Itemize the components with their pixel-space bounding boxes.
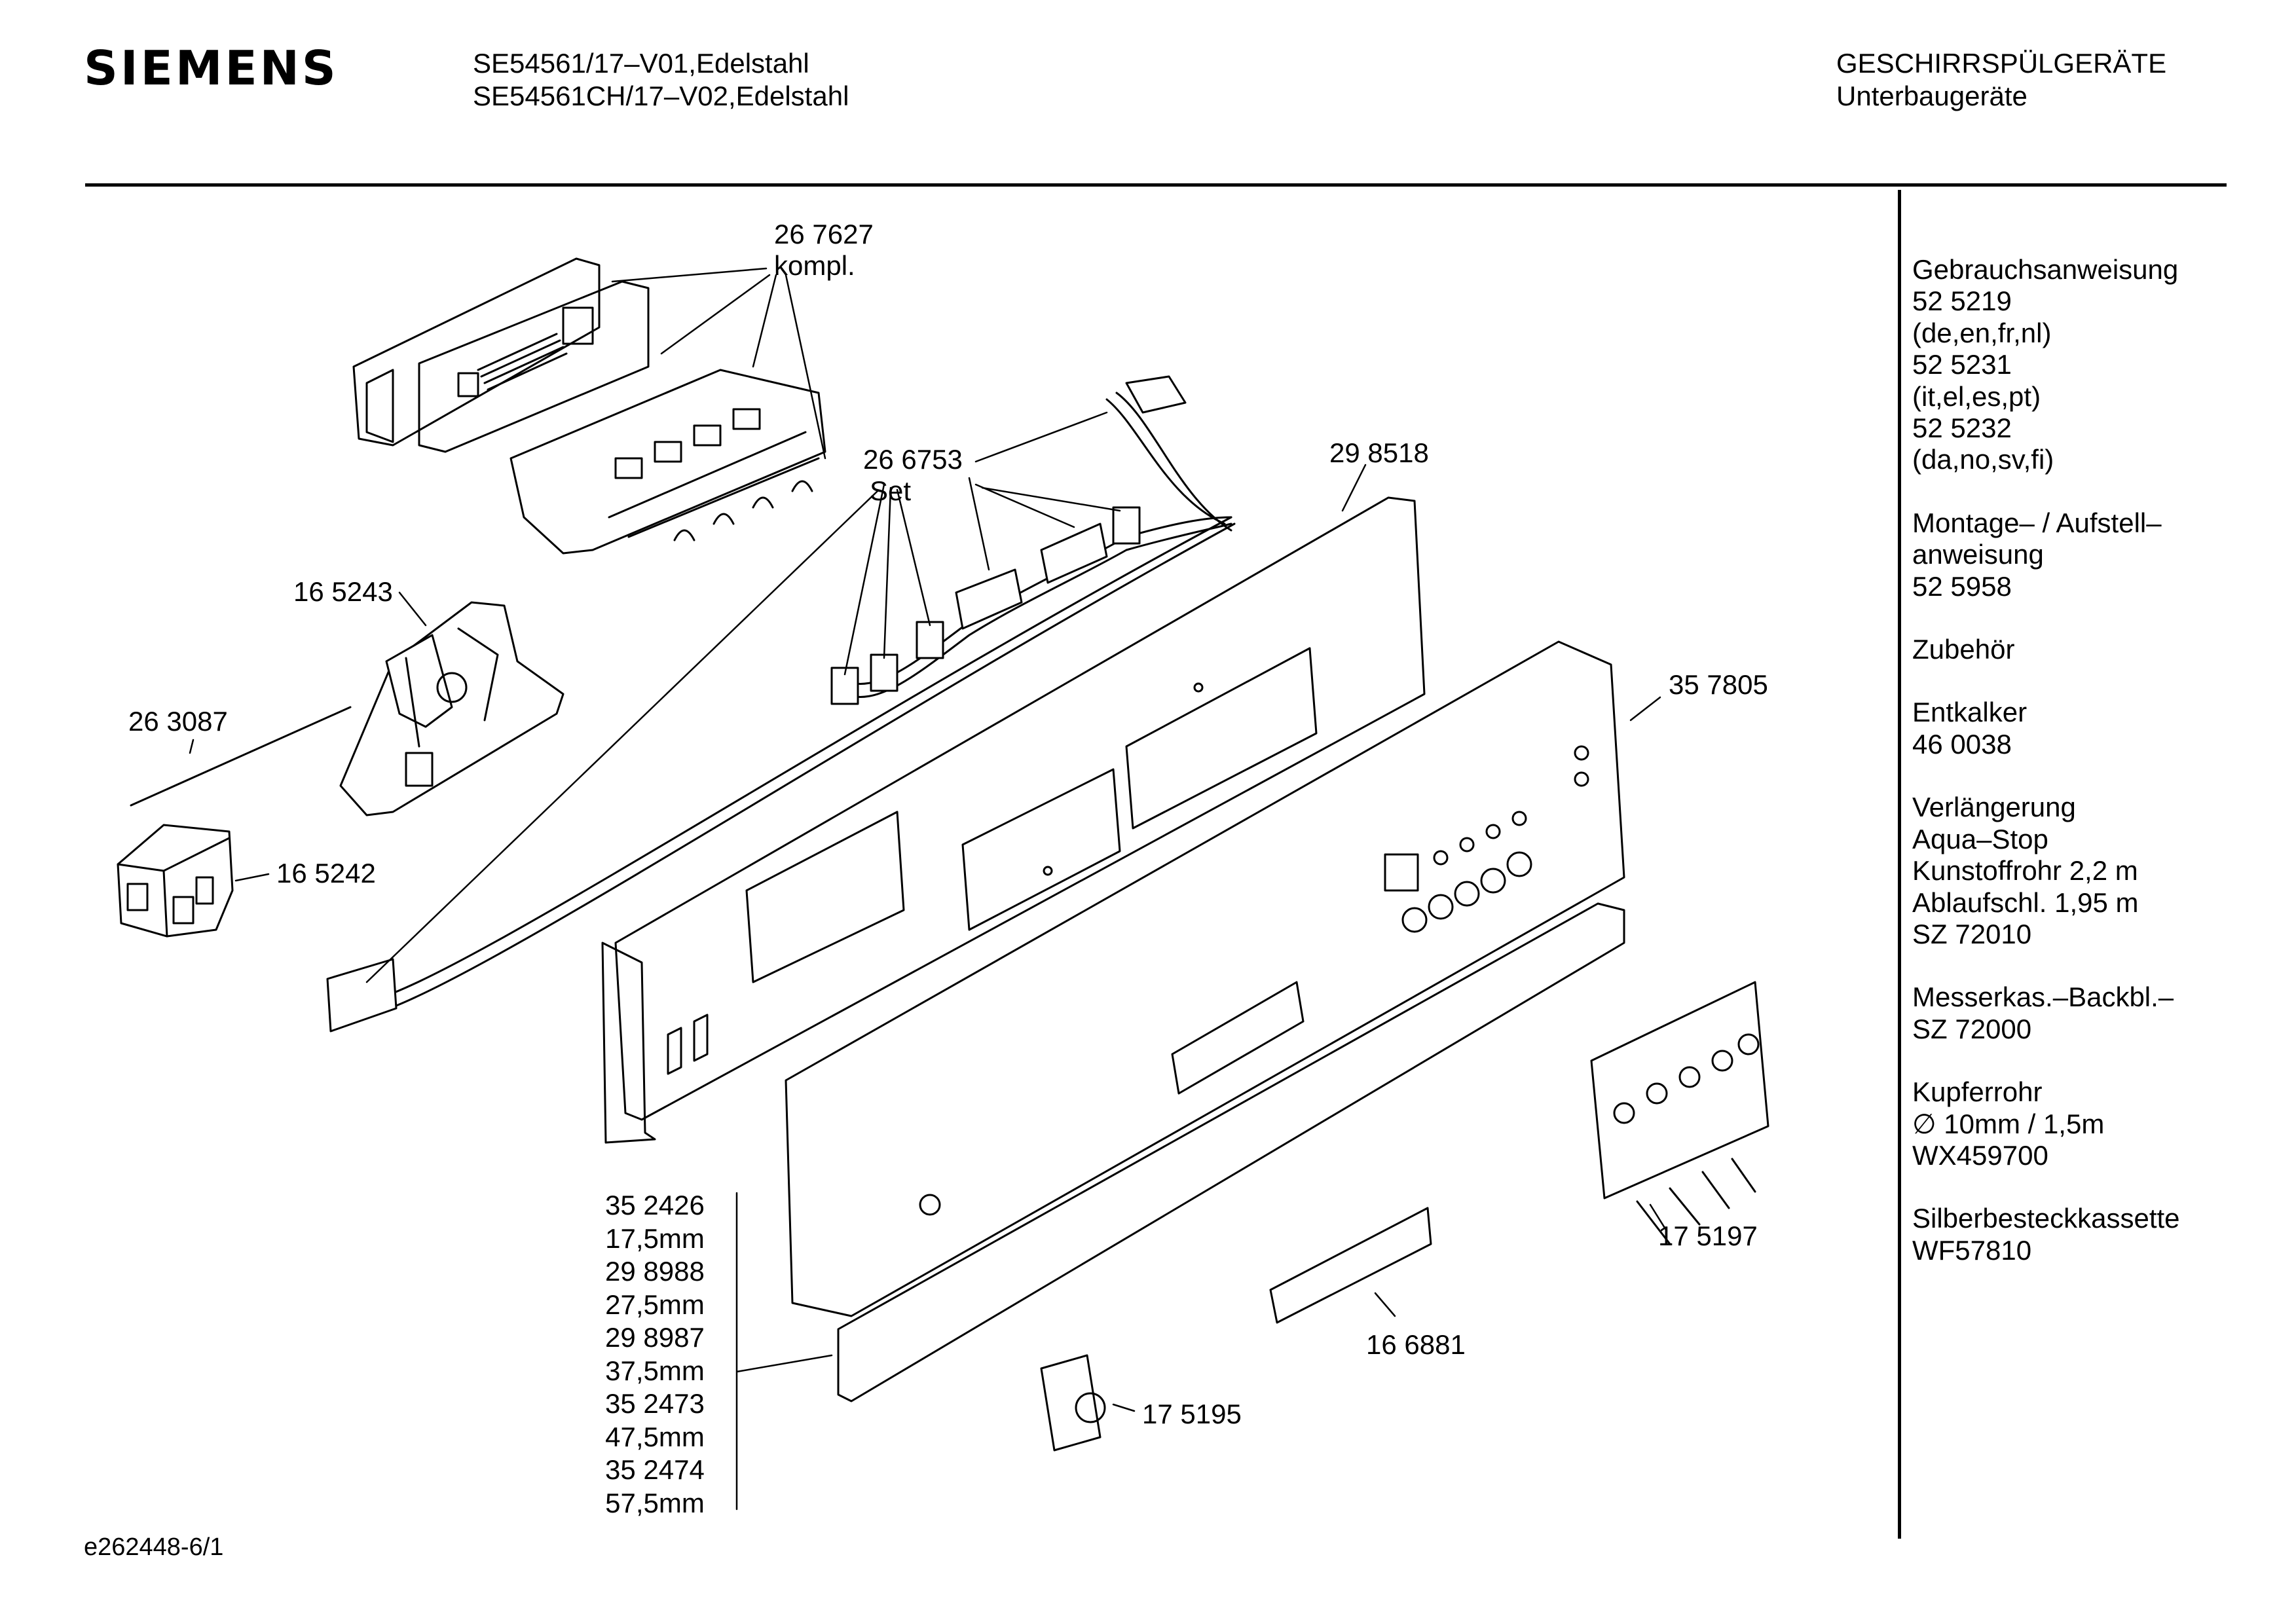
part-size: 47,5mm bbox=[605, 1421, 705, 1452]
part-number: 26 7627 bbox=[774, 219, 874, 249]
part-label-26-7627: 26 7627 kompl. bbox=[774, 219, 874, 282]
electronic-module-part bbox=[352, 257, 826, 555]
sidebar-line: Kupferrohr bbox=[1912, 1076, 2043, 1108]
part-note: kompl. bbox=[774, 250, 855, 281]
sidebar-divider bbox=[1898, 190, 1901, 1539]
switch-part bbox=[117, 824, 234, 938]
sidebar-line: Aqua–Stop bbox=[1912, 823, 2048, 854]
leader-lines bbox=[189, 267, 1668, 1511]
sidebar-group-cutlery-basket: Messerkas.–Backbl.– SZ 72000 bbox=[1912, 981, 2180, 1045]
part-size: 27,5mm bbox=[605, 1289, 705, 1320]
part-number: 29 8987 bbox=[605, 1322, 705, 1353]
sidebar-line: Gebrauchsanweisung bbox=[1912, 254, 2179, 285]
knob-part bbox=[1040, 1354, 1106, 1452]
sidebar-line: WF57810 bbox=[1912, 1234, 2032, 1266]
cable-harness-part bbox=[326, 375, 1236, 1033]
sidebar-line: (da,no,sv,fi) bbox=[1912, 444, 2054, 475]
part-label-26-6753: 26 6753 Set bbox=[863, 444, 963, 507]
part-number: 26 6753 bbox=[863, 444, 963, 475]
sidebar-line: anweisung bbox=[1912, 539, 2044, 570]
part-label-16-5242: 16 5242 bbox=[276, 858, 376, 888]
sidebar-group-copper-pipe: Kupferrohr ∅ 10mm / 1,5m WX459700 bbox=[1912, 1076, 2180, 1171]
part-size: 17,5mm bbox=[605, 1222, 705, 1254]
drawing-id: e262448-6/1 bbox=[84, 1533, 224, 1561]
sidebar-line: 52 5231 bbox=[1912, 349, 2012, 380]
sidebar-line: WX459700 bbox=[1912, 1139, 2048, 1171]
exploded-parts-diagram bbox=[117, 257, 1769, 1511]
part-label-17-5197: 17 5197 bbox=[1658, 1220, 1758, 1251]
part-number: 29 8988 bbox=[605, 1256, 705, 1287]
sidebar-line: (it,el,es,pt) bbox=[1912, 380, 2041, 412]
sidebar-line: ∅ 10mm / 1,5m bbox=[1912, 1108, 2105, 1139]
sidebar-group-manual: Gebrauchsanweisung 52 5219 (de,en,fr,nl)… bbox=[1912, 254, 2180, 476]
model-line-2: SE54561CH/17–V02,Edelstahl bbox=[473, 81, 849, 111]
sidebar-group-descaler: Entkalker 46 0038 bbox=[1912, 697, 2180, 760]
part-label-17-5195: 17 5195 bbox=[1142, 1399, 1242, 1429]
part-label-strip-list: 35 2426 17,5mm 29 8988 27,5mm 29 8987 37… bbox=[605, 1189, 705, 1520]
sidebar-line: SZ 72010 bbox=[1912, 918, 2032, 949]
control-panel-frame-part bbox=[601, 496, 1426, 1144]
sidebar-line: Montage– / Aufstell– bbox=[1912, 507, 2162, 538]
front-panel-part bbox=[785, 640, 1625, 1317]
sidebar-line: Entkalker bbox=[1912, 697, 2028, 728]
door-lock-part bbox=[339, 601, 565, 816]
sidebar-line: 46 0038 bbox=[1912, 728, 2012, 760]
sidebar-line: 52 5219 bbox=[1912, 285, 2012, 317]
part-label-16-5243: 16 5243 bbox=[293, 576, 393, 607]
brand-logo: SIEMENS bbox=[84, 41, 339, 96]
sidebar-line: Verlängerung bbox=[1912, 792, 2076, 823]
sidebar-line: 52 5958 bbox=[1912, 570, 2012, 602]
sidebar-line: Messerkas.–Backbl.– bbox=[1912, 981, 2174, 1013]
button-set-part bbox=[1590, 981, 1769, 1245]
sidebar-line: SZ 72000 bbox=[1912, 1013, 2032, 1044]
category-subtitle: Unterbaugeräte bbox=[1836, 81, 2028, 111]
sidebar-group-installation: Montage– / Aufstell– anweisung 52 5958 bbox=[1912, 507, 2180, 602]
part-size: 57,5mm bbox=[605, 1487, 705, 1518]
category-title: GESCHIRRSPÜLGERÄTE bbox=[1836, 48, 2167, 79]
part-label-26-3087: 26 3087 bbox=[128, 706, 228, 737]
spring-part bbox=[130, 706, 352, 807]
sidebar-line: (de,en,fr,nl) bbox=[1912, 317, 2052, 348]
sidebar-line: 52 5232 bbox=[1912, 412, 2012, 444]
cover-part bbox=[1269, 1207, 1432, 1324]
part-label-16-6881: 16 6881 bbox=[1366, 1329, 1466, 1360]
header-divider bbox=[85, 183, 2227, 187]
sidebar-line: Ablaufschl. 1,95 m bbox=[1912, 887, 2139, 918]
part-label-29-8518: 29 8518 bbox=[1329, 437, 1429, 468]
model-line-1: SE54561/17–V01,Edelstahl bbox=[473, 48, 809, 79]
part-note: Set bbox=[870, 475, 912, 506]
part-number: 35 2473 bbox=[605, 1388, 705, 1419]
sidebar-group-accessories: Zubehör bbox=[1912, 634, 2180, 665]
part-number: 35 2474 bbox=[605, 1454, 705, 1485]
sidebar-line: Silberbesteckkassette bbox=[1912, 1203, 2180, 1234]
trim-strip-part bbox=[837, 902, 1625, 1402]
sidebar-group-silver-cutlery: Silberbesteckkassette WF57810 bbox=[1912, 1203, 2180, 1266]
part-number: 35 2426 bbox=[605, 1190, 705, 1220]
part-size: 37,5mm bbox=[605, 1355, 705, 1386]
sidebar-line: Zubehör bbox=[1912, 634, 2015, 665]
sidebar-group-extension: Verlängerung Aqua–Stop Kunstoffrohr 2,2 … bbox=[1912, 792, 2180, 950]
sidebar-line: Kunstoffrohr 2,2 m bbox=[1912, 855, 2138, 887]
accessories-sidebar: Gebrauchsanweisung 52 5219 (de,en,fr,nl)… bbox=[1912, 254, 2180, 1298]
part-label-35-7805: 35 7805 bbox=[1669, 669, 1768, 700]
